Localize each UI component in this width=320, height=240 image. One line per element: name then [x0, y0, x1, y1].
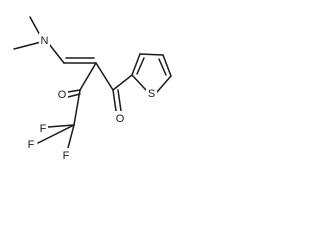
atom-fluorine-left: F: [28, 139, 35, 151]
bond-thiophene-c5-s: [156, 75, 172, 93]
bond-thiophene-c4-c5: [162, 54, 172, 77]
bond-n-ch: [48, 43, 65, 64]
bond-n-methyl-left: [13, 41, 42, 50]
atom-bg-o-left: [56, 87, 68, 100]
atom-sulfur: S: [148, 88, 155, 100]
atom-bg-o-right: [114, 111, 126, 124]
bond-co-right-b: [117, 89, 122, 112]
atom-fluorine-bottom: F: [63, 150, 70, 162]
bond-thiophene-s-c2: [131, 74, 147, 91]
bond-c-carbonyl-left: [79, 62, 97, 91]
atom-bg-s: [146, 86, 157, 99]
bond-thiophene-c4-c5-inner: [158, 58, 167, 76]
bond-thiophene-c2-c3: [131, 53, 141, 76]
bond-co-left-a: [67, 89, 81, 93]
atom-bg-n: [39, 33, 50, 46]
bond-thiophene-c2-c3-inner: [136, 57, 145, 75]
atom-bg-f-top: [38, 121, 48, 134]
bonds: [13, 16, 172, 149]
atom-oxygen-left: O: [58, 89, 67, 101]
bond-co-left-b: [67, 93, 81, 98]
atom-labels: N S O O F F F: [26, 33, 157, 162]
bond-c-thiophene: [112, 74, 133, 91]
atom-oxygen-right: O: [116, 113, 125, 125]
bond-cf-top: [47, 124, 75, 128]
atom-fluorine-top: F: [40, 123, 47, 135]
bond-cf-bottom: [67, 124, 75, 149]
bond-c-cf3: [73, 89, 81, 126]
bond-c-carbonyl-right: [95, 62, 114, 91]
atom-bg-f-bottom: [61, 148, 71, 161]
atom-bg-f-left: [26, 137, 36, 150]
atom-nitrogen: N: [41, 35, 49, 47]
bond-co-right-a: [112, 89, 117, 112]
molecule-structure: N S O O F F F: [13, 16, 172, 162]
bond-cf-left: [37, 124, 75, 144]
bond-thiophene-c3-c4: [139, 53, 164, 56]
